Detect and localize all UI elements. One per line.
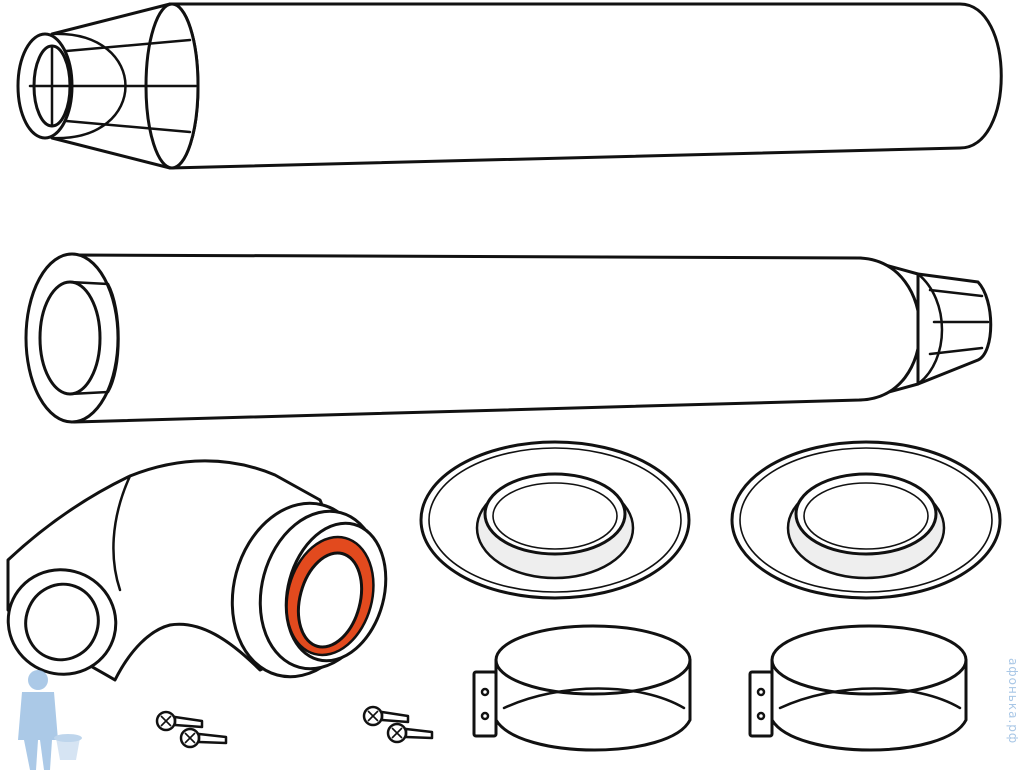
wall-rosette-inner	[419, 440, 691, 600]
concentric-extension-pipe	[24, 252, 993, 424]
pipe-clamp	[472, 624, 692, 752]
wall-rosette-outer	[730, 440, 1002, 600]
concentric-elbow-90	[6, 459, 388, 682]
watermark: афонька.рф	[1006, 658, 1020, 745]
pipe-clamp	[748, 624, 968, 752]
mounting-screws	[362, 705, 434, 744]
logo-mascot	[18, 670, 82, 770]
mounting-screws	[155, 710, 228, 749]
concentric-pipe-with-terminal	[16, 2, 1003, 170]
